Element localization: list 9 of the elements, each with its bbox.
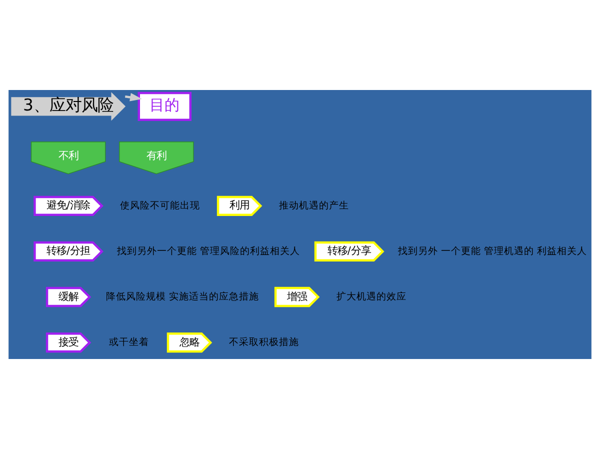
node-box: 目的 [138, 92, 192, 121]
node-label: 找到另外 一个更能 管理机遇的 利益相关人 [398, 246, 588, 257]
node-label: 扩大机遇的效应 [336, 292, 407, 303]
node-label: 推动机遇的产生 [279, 200, 350, 212]
node-label: 使风险不可能出现 [120, 200, 200, 212]
node-label: 不采取积极措施 [228, 337, 299, 348]
node-label: 找到另外一个更能 管理风险的利益相关人 [117, 246, 300, 257]
node-label: 或干坐着 [108, 337, 149, 348]
node-label: 降低风险规模 实施适当的应急措施 [106, 292, 260, 303]
